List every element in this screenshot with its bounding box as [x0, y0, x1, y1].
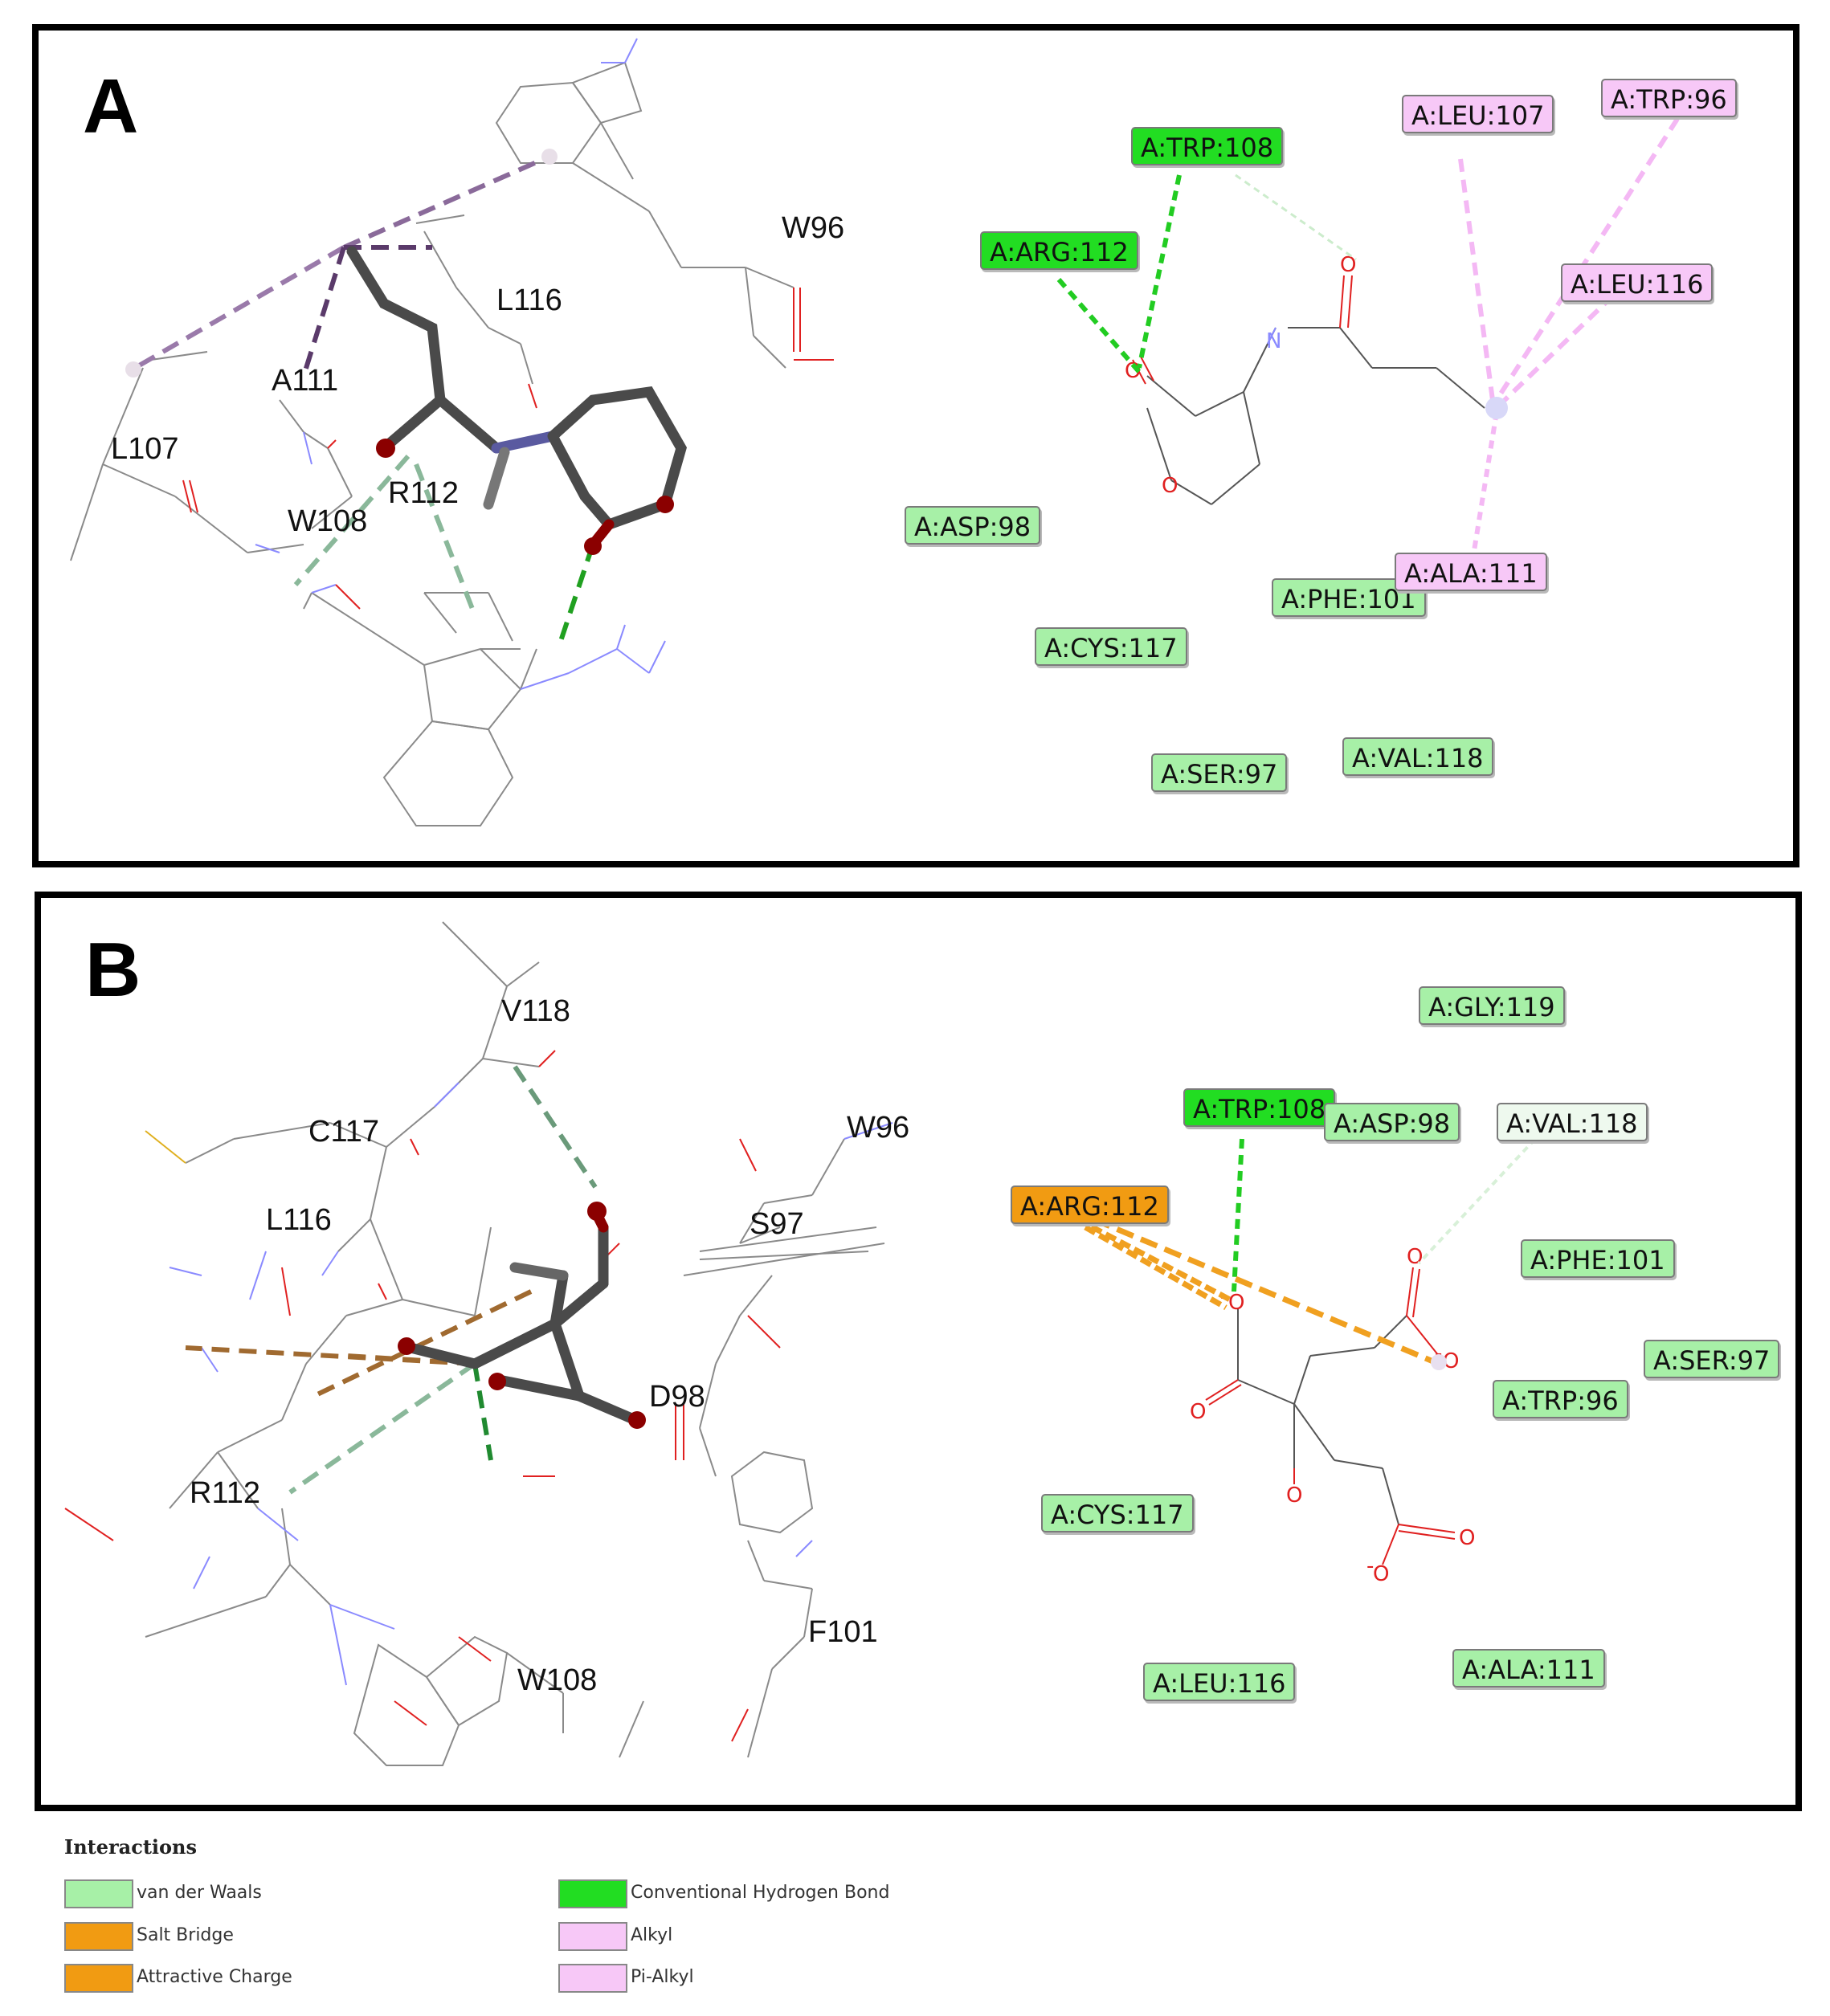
svg-text:O: O [1407, 1245, 1423, 1269]
residue-label-w96: W96 [847, 1111, 910, 1145]
panel-b-3d-interactions [185, 1065, 598, 1495]
legend-label: Conventional Hydrogen Bond [631, 1883, 890, 1903]
tag-asp98: A:ASP:98 [905, 506, 1041, 545]
tag-leu116: A:LEU:116 [1561, 263, 1714, 302]
panel-a-2d-heteroatoms [1132, 275, 1353, 385]
residue-label-r112: R112 [190, 1476, 261, 1510]
tag-arg112: A:ARG:112 [980, 231, 1138, 270]
panel-b-2d-atom-labels: O O O O O O O [1190, 1245, 1475, 1586]
panel-a-2d-ligand [1146, 327, 1485, 505]
panel-a-protein-wireframe [70, 61, 794, 826]
svg-text:O: O [1340, 253, 1356, 277]
residue-label-l107: L107 [111, 432, 179, 466]
svg-text:N: N [1266, 329, 1281, 353]
svg-text:O: O [1190, 1400, 1206, 1424]
legend-swatch [64, 1922, 133, 1951]
tag-cys117: A:CYS:117 [1041, 1494, 1194, 1532]
panel-b-2d-ligand [1237, 1308, 1407, 1525]
legend-label: Salt Bridge [137, 1925, 234, 1945]
legend-label: Attractive Charge [137, 1967, 292, 1987]
legend-label: Pi-Alkyl [631, 1967, 694, 1987]
tag-trp108: A:TRP:108 [1131, 127, 1284, 165]
panel-a-ligand-atoms [125, 149, 674, 555]
tag-ala111: A:ALA:111 [1395, 553, 1547, 591]
svg-text:O: O [1162, 474, 1178, 498]
interactions-legend: Interactions van der Waals Salt Bridge A… [64, 1835, 1028, 2004]
svg-text:O: O [1286, 1483, 1302, 1508]
panel-b: O O O O O O O - - - B V118 C117 L116 W96… [35, 892, 1802, 1811]
panel-a-3d-interactions [133, 153, 595, 642]
residue-label-l116: L116 [266, 1203, 332, 1237]
svg-text:O: O [1443, 1349, 1459, 1373]
charge-sign: - [1435, 1341, 1442, 1365]
svg-text:O: O [1373, 1562, 1389, 1586]
panel-b-2d-heteroatoms [1205, 1267, 1456, 1565]
charge-sign: - [1366, 1554, 1374, 1578]
svg-text:O: O [1125, 359, 1141, 383]
tag-arg112: A:ARG:112 [1011, 1186, 1169, 1224]
tag-trp96: A:TRP:96 [1601, 79, 1737, 117]
tag-gly119: A:GLY:119 [1419, 986, 1565, 1025]
tag-ser97: A:SER:97 [1151, 753, 1288, 792]
residue-label-w96: W96 [782, 211, 845, 245]
residue-label-c117: C117 [308, 1115, 380, 1149]
legend-title: Interactions [64, 1835, 198, 1859]
tag-leu107: A:LEU:107 [1402, 95, 1554, 133]
tag-leu116: A:LEU:116 [1143, 1663, 1296, 1701]
panel-b-heteroatoms [64, 1050, 893, 1742]
panel-a: O O O N A W96 L116 A111 L107 W108 R112 A… [32, 24, 1799, 867]
residue-label-w108: W108 [288, 504, 368, 538]
residue-label-s97: S97 [750, 1207, 804, 1241]
panel-b-ligand [405, 1206, 641, 1426]
panel-a-2d-atom-labels: O O O N [1125, 253, 1356, 498]
tag-phe101: A:PHE:101 [1521, 1239, 1675, 1278]
tag-cys117: A:CYS:117 [1035, 627, 1187, 666]
panel-a-heteroatoms [182, 38, 834, 690]
tag-val118: A:VAL:118 [1342, 737, 1493, 776]
tag-val118: A:VAL:118 [1497, 1103, 1648, 1141]
legend-swatch [558, 1922, 627, 1951]
panel-b-2d-interactions [1076, 1137, 1537, 1370]
tag-asp98: A:ASP:98 [1324, 1103, 1460, 1141]
svg-text:O: O [1228, 1291, 1244, 1315]
svg-text:O: O [1459, 1526, 1475, 1550]
residue-label-a111: A111 [272, 364, 339, 398]
panel-b-ligand-atoms [398, 1202, 646, 1429]
residue-label-v118: V118 [501, 994, 570, 1028]
panel-a-ligand [346, 246, 688, 550]
residue-label-d98: D98 [649, 1380, 705, 1414]
legend-swatch [64, 1879, 133, 1908]
legend-swatch [558, 1879, 627, 1908]
residue-label-r112: R112 [388, 476, 460, 510]
panel-a-2d-interactions [1056, 117, 1680, 561]
tag-ala111: A:ALA:111 [1452, 1649, 1605, 1687]
legend-label: van der Waals [137, 1883, 262, 1903]
legend-label: Alkyl [631, 1925, 673, 1945]
panel-b-charge-signs: - - - [1220, 1285, 1442, 1578]
tag-trp108: A:TRP:108 [1183, 1088, 1336, 1127]
panel-b-drawing: O O O O O O O - - - [64, 921, 1537, 1766]
panel-a-letter: A [83, 63, 139, 149]
legend-swatch [558, 1964, 627, 1993]
residue-label-w108: W108 [517, 1663, 598, 1697]
residue-label-f101: F101 [808, 1615, 878, 1649]
tag-trp96: A:TRP:96 [1493, 1380, 1628, 1418]
legend-swatch [64, 1964, 133, 1993]
residue-label-l116: L116 [496, 284, 562, 317]
panel-b-letter: B [85, 927, 141, 1013]
panel-a-drawing: O O O N [70, 38, 1680, 826]
tag-ser97: A:SER:97 [1644, 1340, 1780, 1378]
